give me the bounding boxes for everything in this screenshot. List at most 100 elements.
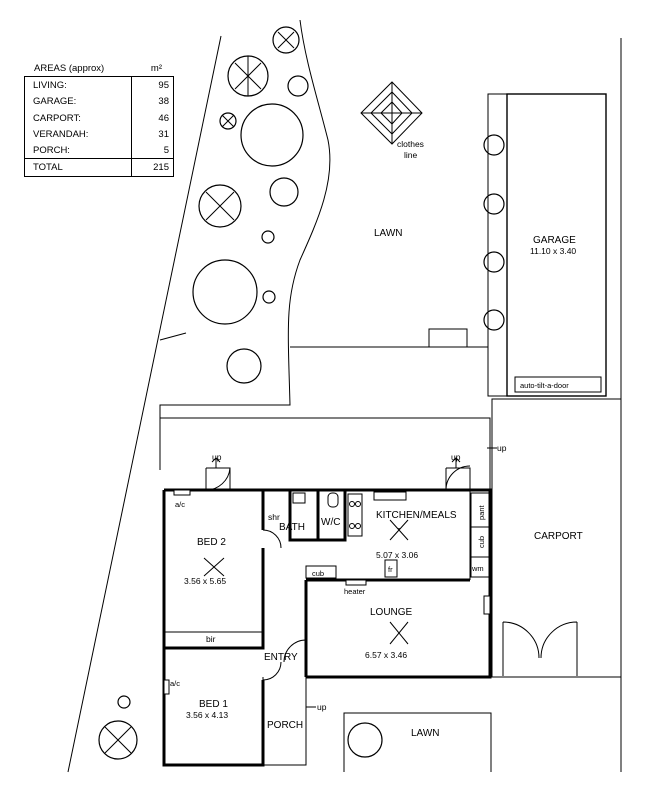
area-total-value: 215 [153,162,169,174]
cupboard-label: cub [477,536,486,548]
bed2-label: BED 2 [197,537,226,548]
tree-icon [240,103,304,167]
cupboard [305,565,337,579]
clothes-line-label: clothes [397,139,424,149]
up-label: up [317,702,327,712]
porch-label: PORCH [267,720,303,731]
wc-label: W/C [321,517,340,528]
kitchen-label: KITCHEN/MEALS [376,510,457,521]
clothes-line-icon [360,81,423,145]
tree-icon [347,722,383,758]
tree-icon [483,134,505,156]
basin [292,492,306,504]
dimension-cross [203,557,225,577]
lawn-bottom-outline [343,712,492,772]
pantry-label: pant [477,504,486,520]
garden-bed-edge [159,19,331,470]
areas-table-header: AREAS (approx) m² [24,62,174,76]
hotplate [355,501,361,507]
area-value: 46 [158,112,169,124]
clothes-line-label: line [404,150,418,160]
carport-label: CARPORT [534,531,583,542]
bed-wall [164,548,265,650]
tree-icon [98,720,138,760]
up-label: up [451,452,461,462]
ac-label: a/c [175,500,185,509]
wm-label: wm [471,564,484,573]
fridge [384,559,398,578]
garage-door [514,376,602,393]
garage [506,93,607,397]
lounge-wall [304,578,470,677]
entry-label: ENTRY [264,652,298,663]
garage-door-label: auto-tilt-a-door [520,381,569,390]
tree-icon [261,230,275,244]
areas-table-divider [131,77,132,176]
heater [345,579,367,586]
up-arrow [451,457,461,468]
area-value: 5 [163,145,169,157]
door-kitchen [445,465,471,491]
ac-unit [173,489,191,496]
house-wall [164,488,492,679]
areas-row: LIVING:95 [25,77,173,93]
shed [428,328,468,348]
areas-table-unit: m² [150,63,162,74]
lawn-bottom-label: LAWN [411,728,440,739]
fridge-label: fr [388,565,393,574]
tree-icon [226,348,262,384]
cupboard-label: cub [312,569,324,578]
hotplate [349,501,355,507]
areas-table-title: AREAS (approx) [34,63,105,74]
areas-table: AREAS (approx) m² LIVING:95 GARAGE: 38 CA… [24,62,174,177]
garage-label: GARAGE [533,235,576,246]
garage-dims: 11.10 x 3.40 [530,246,576,256]
bed2-dims: 3.56 x 5.65 [184,576,226,586]
tree-icon [483,193,505,215]
washing-machine [470,556,490,578]
stove [347,493,363,537]
hotplate [349,523,355,529]
bed1-dims: 3.56 x 4.13 [186,710,228,720]
ac-label: a/c [170,679,180,688]
area-value: 38 [158,96,169,108]
dimension-cross [389,519,409,541]
window [483,595,491,615]
tree-icon [219,112,237,130]
tree-icon [272,26,300,54]
area-total-name: TOTAL [33,162,63,174]
up-arrow [211,457,221,468]
boundary-jog [159,332,187,341]
sink [373,491,407,501]
tree-icon [227,55,269,97]
areas-table-box: LIVING:95 GARAGE: 38 CARPORT: 46 VERANDAH:… [24,76,174,177]
door-bed2-inner [262,529,282,549]
area-name: GARAGE: [33,96,77,108]
tree-icon [483,309,505,331]
bed1-label: BED 1 [199,699,228,710]
up-label: up [497,443,507,453]
bir-label: bir [206,634,216,644]
shower-label: shr [268,512,280,522]
carport [491,398,622,678]
lawn-top-label: LAWN [374,228,403,239]
kitchen-dims: 5.07 x 3.06 [376,550,418,560]
areas-total-row: TOTAL 215 [25,158,173,175]
areas-row: GARAGE: 38 [25,93,173,109]
door-bed2 [205,467,231,491]
tree-icon [287,75,309,97]
areas-row: PORCH: 5 [25,142,173,158]
tree-icon [483,251,505,273]
area-name: VERANDAH: [33,128,89,140]
area-name: PORCH: [33,145,70,157]
carport-gates [502,621,578,676]
area-name: CARPORT: [33,112,81,124]
left-boundary-line [67,35,222,773]
bath-label: BATH [279,522,305,533]
areas-row: VERANDAH:31 [25,126,173,142]
up-label: up [212,452,222,462]
ac-unit [163,679,170,695]
heater-label: heater [344,587,366,596]
